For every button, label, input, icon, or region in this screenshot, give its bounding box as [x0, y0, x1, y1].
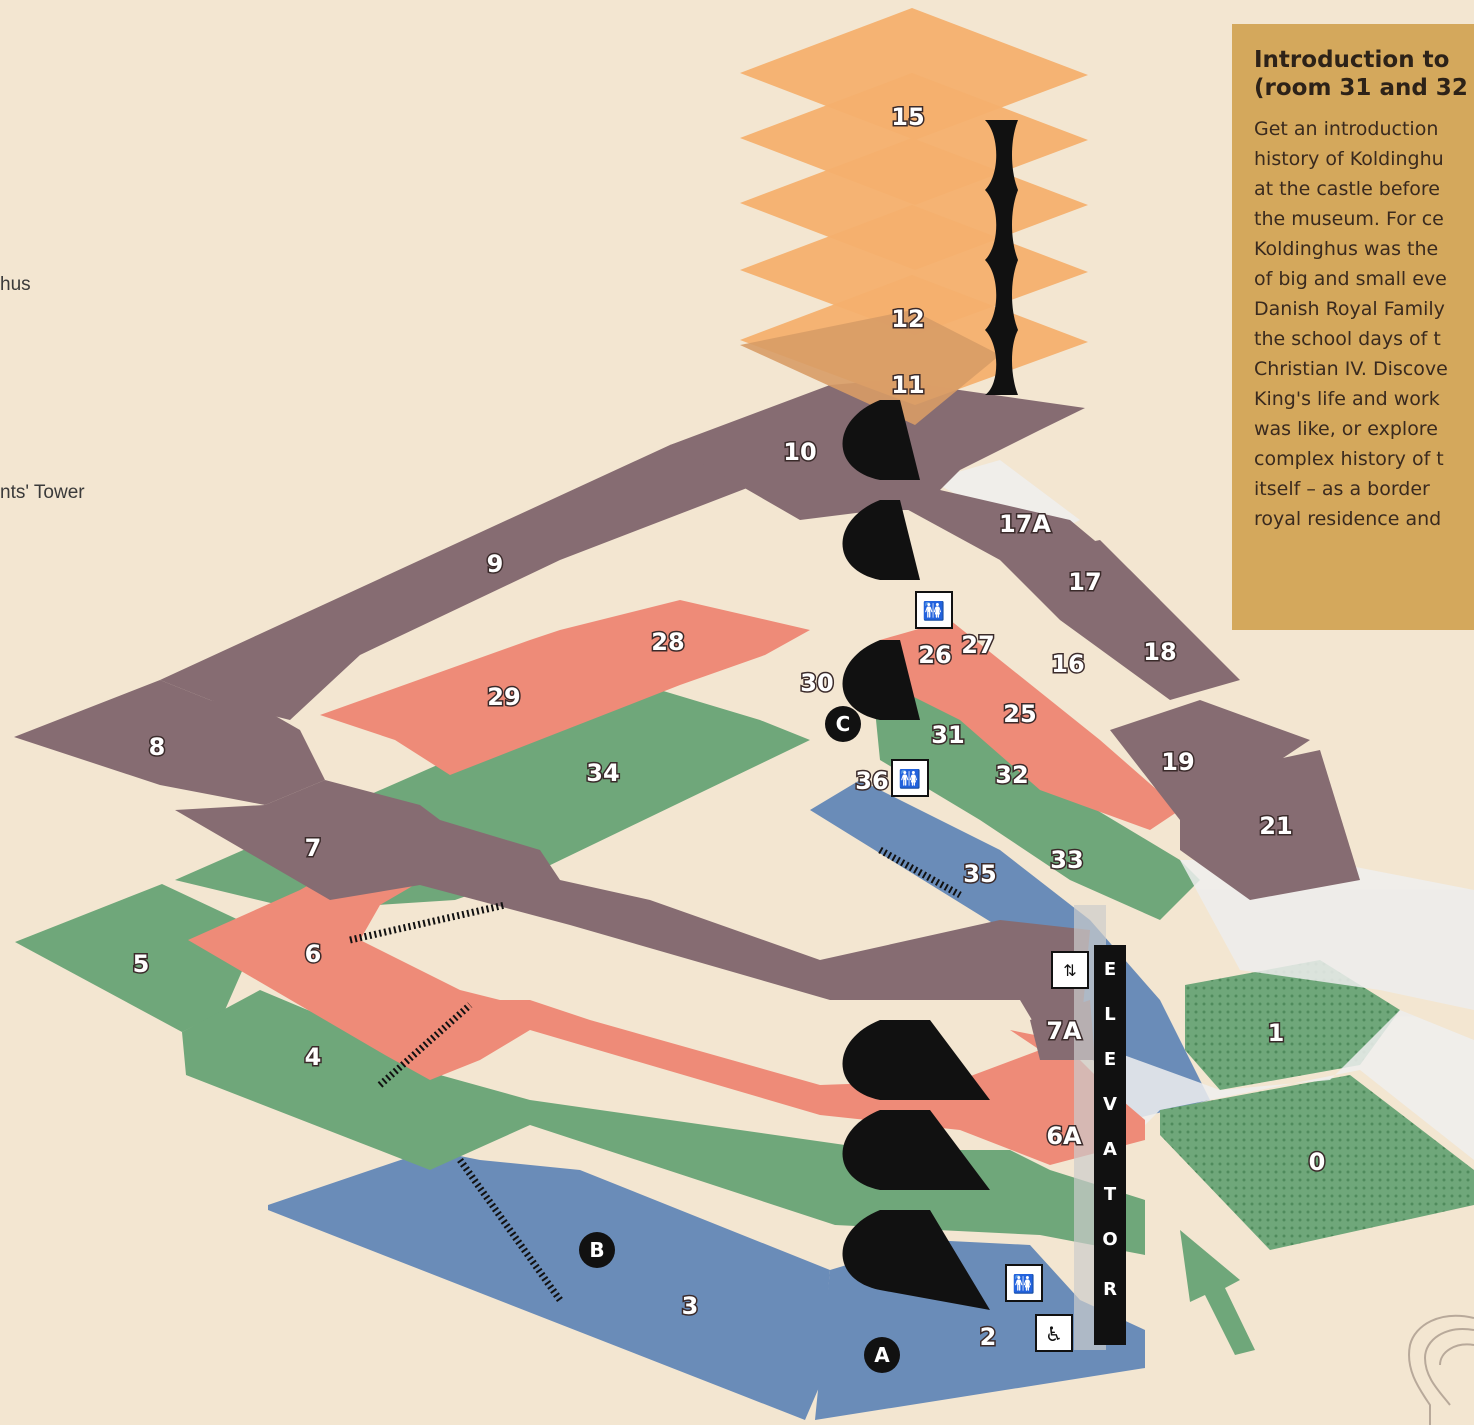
marker-c[interactable]: C: [825, 706, 861, 742]
room-8-area[interactable]: [14, 680, 325, 805]
svg-text:⇅: ⇅: [1063, 961, 1076, 980]
spiral-staircase-tower: [985, 120, 1018, 395]
elevator-icon: ⇅: [1051, 951, 1089, 989]
room-19-area[interactable]: [1110, 700, 1310, 820]
room-label-10[interactable]: 10: [782, 437, 818, 468]
room-5-area[interactable]: [15, 884, 260, 1032]
room-label-31[interactable]: 31: [930, 720, 966, 751]
tower-floors: [740, 8, 1088, 425]
room-label-3[interactable]: 3: [680, 1291, 700, 1322]
room-label-21[interactable]: 21: [1258, 811, 1294, 842]
elevator-strip: [1094, 945, 1126, 1345]
room-label-17a[interactable]: 17A: [998, 509, 1053, 540]
info-panel: Introduction to (room 31 and 32 Get an i…: [1232, 24, 1474, 630]
room-1-area[interactable]: [1185, 960, 1400, 1090]
room-7-area[interactable]: [175, 780, 1090, 1050]
elevator-letter-e1: E: [1104, 959, 1116, 980]
marker-a[interactable]: A: [864, 1337, 900, 1373]
room-label-2[interactable]: 2: [978, 1322, 998, 1353]
room-label-32[interactable]: 32: [994, 760, 1030, 791]
elevator-letter-e2: E: [1104, 1049, 1116, 1070]
room-label-27[interactable]: 27: [960, 630, 996, 661]
marker-c-label: C: [836, 712, 851, 736]
room-label-18[interactable]: 18: [1142, 637, 1178, 668]
elevator-letter-o: O: [1102, 1229, 1117, 1250]
straight-stairs: [349, 846, 962, 1303]
entrance-arrow-icon: [1180, 1230, 1255, 1355]
room-label-35[interactable]: 35: [962, 859, 998, 890]
room-label-25[interactable]: 25: [1002, 699, 1038, 730]
side-text-fragment: nts' Tower: [0, 482, 85, 503]
marker-a-label: A: [874, 1343, 890, 1367]
room-18-area[interactable]: [1000, 540, 1240, 700]
room-label-8[interactable]: 8: [147, 732, 167, 763]
toilet-icon: 🚻: [1005, 1264, 1043, 1302]
room-label-5[interactable]: 5: [131, 949, 151, 980]
side-text-fragment: hus: [0, 274, 31, 295]
room-label-12[interactable]: 12: [890, 304, 926, 335]
room-label-4[interactable]: 4: [303, 1042, 323, 1073]
room-label-16[interactable]: 16: [1050, 649, 1086, 680]
room-25-area[interactable]: [880, 620, 1180, 830]
room-3-area[interactable]: [268, 1150, 830, 1420]
wheelchair-icon: ♿: [1035, 1314, 1073, 1352]
room-label-34[interactable]: 34: [585, 758, 621, 789]
elevator-shaft: E L E V A T O R: [1074, 905, 1126, 1350]
info-panel-title: Introduction to (room 31 and 32: [1254, 47, 1468, 101]
logo-icon: [1408, 1314, 1474, 1425]
room-label-7a[interactable]: 7A: [1045, 1016, 1084, 1047]
room-31-area[interactable]: [870, 660, 1200, 920]
marker-b[interactable]: B: [579, 1232, 615, 1268]
svg-text:🚻: 🚻: [1013, 1273, 1035, 1295]
room-label-26[interactable]: 26: [917, 640, 953, 671]
elevator-letter-v: V: [1103, 1094, 1117, 1115]
elevator-letter-t: T: [1104, 1184, 1117, 1205]
svg-text:🚻: 🚻: [899, 768, 921, 790]
room-0-area[interactable]: [1160, 1075, 1474, 1250]
room-29-area[interactable]: [320, 600, 810, 775]
floor-upper: [14, 380, 1360, 1060]
room-label-29[interactable]: 29: [486, 682, 522, 713]
elevator-letter-r: R: [1103, 1279, 1117, 1300]
room-label-15[interactable]: 15: [890, 102, 926, 133]
room-label-9[interactable]: 9: [485, 549, 505, 580]
room-label-11[interactable]: 11: [890, 370, 926, 401]
room-label-6[interactable]: 6: [303, 939, 323, 970]
room-label-0[interactable]: 0: [1307, 1147, 1327, 1178]
toilet-icon: 🚻: [915, 591, 953, 629]
svg-text:🚻: 🚻: [923, 600, 945, 622]
spiral-staircase-main: [842, 400, 990, 1310]
room-label-6a[interactable]: 6A: [1045, 1121, 1084, 1152]
room-label-1[interactable]: 1: [1266, 1018, 1286, 1049]
room-label-17[interactable]: 17: [1067, 567, 1103, 598]
elevator-letter-a: A: [1103, 1139, 1117, 1160]
room-label-33[interactable]: 33: [1049, 845, 1085, 876]
room-9-area[interactable]: [160, 385, 880, 720]
info-panel-body: Get an introduction history of Koldinghu…: [1254, 118, 1448, 530]
room-label-36[interactable]: 36: [854, 766, 890, 797]
room-label-30[interactable]: 30: [799, 668, 835, 699]
room-label-28[interactable]: 28: [650, 627, 686, 658]
svg-text:♿: ♿: [1045, 1322, 1063, 1346]
room-label-7[interactable]: 7: [303, 833, 323, 864]
elevator-letter-l: L: [1104, 1004, 1115, 1025]
room-labels: 15 12 11 10 17A 17 9 28 26 27 16 18 30 2…: [131, 102, 1327, 1353]
toilet-icon: 🚻: [891, 759, 929, 797]
room-label-19[interactable]: 19: [1160, 747, 1196, 778]
marker-b-label: B: [589, 1238, 604, 1262]
